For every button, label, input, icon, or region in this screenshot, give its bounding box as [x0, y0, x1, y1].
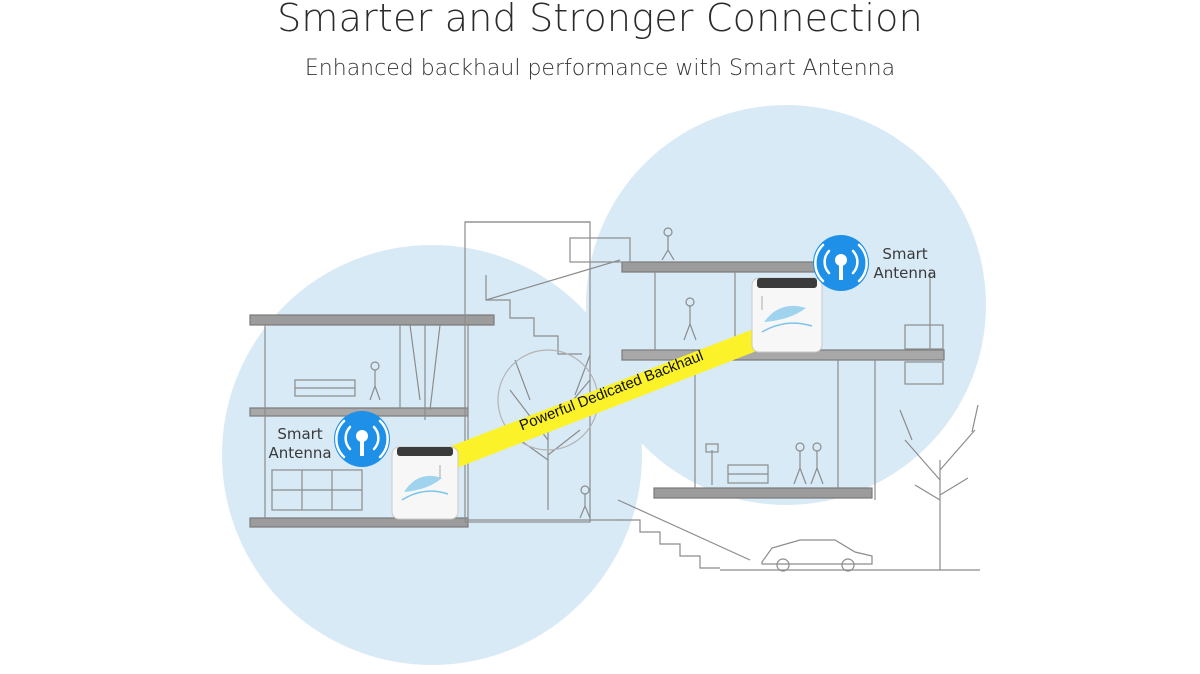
page-title: Smarter and Stronger Connection [277, 0, 923, 40]
wifi-antenna-icon [334, 411, 390, 467]
router-left [391, 446, 459, 520]
page-subtitle: Enhanced backhaul performance with Smart… [304, 56, 896, 81]
wifi-antenna-icon [813, 235, 869, 291]
backhaul-beam [436, 318, 790, 473]
router-right [751, 277, 823, 353]
